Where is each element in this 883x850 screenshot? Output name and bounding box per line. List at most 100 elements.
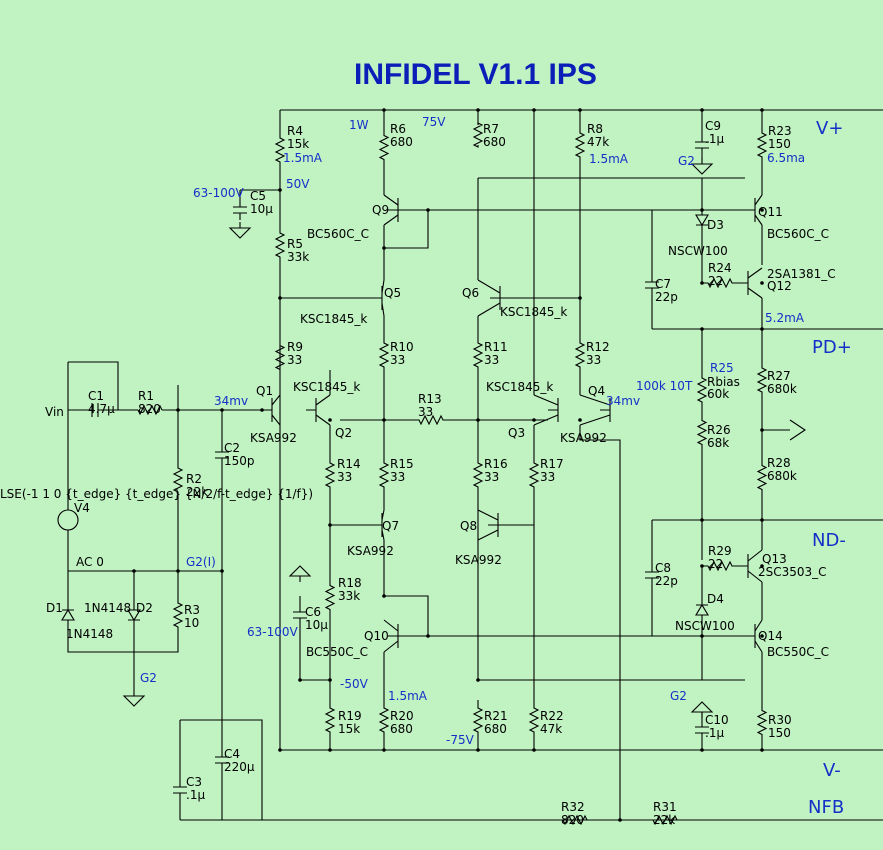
ref-d3: D3 [707, 218, 724, 232]
capacitor-C3 [173, 780, 187, 800]
value-r19: 15k [338, 722, 360, 736]
value-r15: 33 [390, 470, 405, 484]
ground-icon [690, 158, 714, 175]
value-r14: 33 [337, 470, 352, 484]
ref-q7: Q7 [382, 519, 399, 533]
ref-r19: R19 [338, 709, 362, 723]
value-r2: 22k [186, 485, 208, 499]
ref-r21: R21 [484, 709, 508, 723]
value-q8: KSA992 [455, 553, 502, 567]
ref-r31: R31 [653, 800, 677, 814]
ref-r13: R13 [418, 392, 442, 406]
title-bar: INFIDEL V1.1 IPS [0, 0, 883, 110]
ref-q1: Q1 [256, 384, 273, 398]
resistor-R29 [702, 560, 738, 572]
transistor-Q6 [477, 279, 501, 317]
value-c5: 10µ [250, 202, 273, 216]
ref-r27: R27 [767, 369, 791, 383]
diode-D2 [127, 590, 141, 640]
value-r8: 47k [587, 135, 609, 149]
value-r3: 10 [184, 616, 199, 630]
ref-r16: R16 [484, 457, 508, 471]
ref-q10: Q10 [364, 629, 389, 643]
transistor-Q2 [306, 394, 331, 426]
net-nfb: NFB [808, 797, 844, 818]
capacitor-C8 [645, 560, 659, 590]
value-q14: BC550C_C [767, 645, 829, 659]
ref-r11: R11 [484, 340, 508, 354]
ref-r6: R6 [390, 122, 406, 136]
capacitor-C6 [293, 600, 307, 630]
resistor-R16 [472, 460, 484, 490]
ref-r28: R28 [767, 456, 791, 470]
value-c3: .1µ [186, 788, 205, 802]
value-r25: 60k [707, 387, 729, 401]
v4-source-function: LSE(-1 1 0 {t_edge} {t_edge} {N/2/f-t_ed… [0, 487, 313, 501]
capacitor-C2 [215, 440, 229, 470]
resistor-R6 [378, 125, 390, 170]
value-q4: KSA992 [560, 431, 607, 445]
r20-current: 1.5mA [388, 689, 428, 703]
value-r22: 47k [540, 722, 562, 736]
value-q6: KSC1845_k [500, 305, 567, 319]
net-g2: G2 [140, 671, 157, 685]
r25-label: R25 [710, 361, 734, 375]
r23-current: 6.5ma [767, 151, 805, 165]
resistor-R25 [696, 375, 708, 405]
value-r16: 33 [484, 470, 499, 484]
r8-current: 1.5mA [589, 152, 629, 166]
resistor-R2 [172, 440, 184, 520]
net-pdplus: PD+ [812, 337, 852, 358]
ref-d2: D2 [136, 601, 153, 615]
ref-c1: C1 [88, 389, 104, 403]
value-r7: 680 [483, 135, 506, 149]
value-r1: 820 [138, 402, 161, 416]
transistor-Q5 [372, 279, 385, 317]
transistor-Q4 [579, 394, 611, 426]
r25-model: Rbias [707, 375, 740, 389]
value-r17: 33 [540, 470, 555, 484]
value-r13: 33 [418, 405, 433, 419]
ref-d4: D4 [707, 592, 724, 606]
resistor-R4 [274, 125, 286, 175]
ref-r5: R5 [287, 237, 303, 251]
capacitor-C4 [215, 750, 229, 770]
c6-rating: 63-100V [247, 625, 299, 639]
value-r27: 680k [767, 382, 797, 396]
value-r9: 33 [287, 353, 302, 367]
transistor-Q9 [383, 194, 399, 226]
value-r21: 680 [484, 722, 507, 736]
ref-c5: C5 [250, 189, 266, 203]
ref-v4: V4 [74, 501, 90, 515]
resistor-R30 [756, 705, 768, 740]
net-ac0: AC 0 [76, 555, 104, 569]
value-c4: 220µ [224, 760, 255, 774]
net-vminus: V- [823, 760, 841, 781]
value-q9: BC560C_C [307, 227, 369, 241]
resistor-R11 [472, 340, 484, 370]
capacitor-C7 [645, 270, 659, 300]
net-g2-lower: G2 [670, 689, 687, 703]
transistor-Q1 [262, 394, 281, 426]
resistor-R5 [274, 220, 286, 270]
net-g2i: G2(I) [186, 555, 216, 569]
ref-q11: Q11 [758, 205, 783, 219]
resistor-R28 [756, 455, 768, 500]
ref-q13: Q13 [762, 552, 787, 566]
ref-r23: R23 [768, 124, 792, 138]
v50: 50V [286, 177, 310, 191]
value-r20: 680 [390, 722, 413, 736]
ref-q9: Q9 [372, 203, 389, 217]
net-g2-upper: G2 [678, 154, 695, 168]
value-q7: KSA992 [347, 544, 394, 558]
value-r31: 22k [653, 813, 675, 827]
value-r29: 22 [708, 557, 723, 571]
ref-c7: C7 [655, 277, 671, 291]
resistor-R20 [378, 700, 390, 740]
q4-bias: 34mv [606, 394, 640, 408]
value-q11: BC560C_C [767, 227, 829, 241]
ref-c3: C3 [186, 775, 202, 789]
output-port-icon [789, 419, 806, 441]
ref-q14: Q14 [758, 629, 783, 643]
